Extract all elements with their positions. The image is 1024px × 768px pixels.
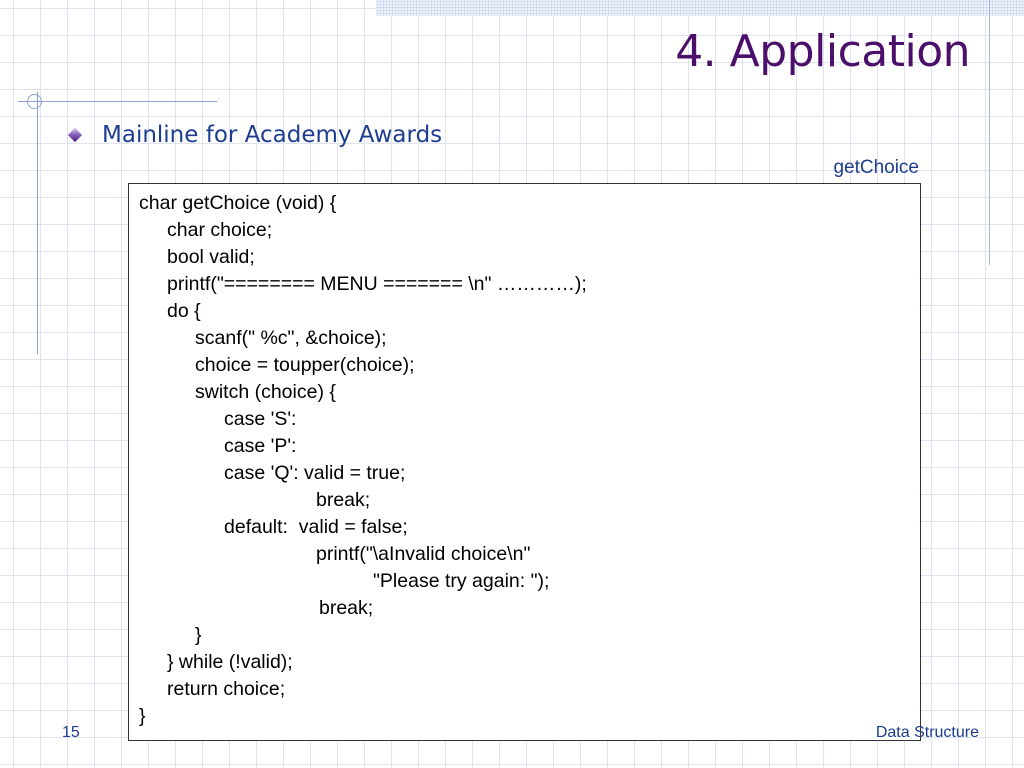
code-line: "Please try again: "); bbox=[373, 570, 550, 592]
code-line: case 'Q': valid = true; bbox=[224, 462, 406, 484]
code-line: return choice; bbox=[167, 678, 286, 700]
code-line: printf("\aInvalid choice\n" bbox=[316, 543, 531, 565]
code-line: } bbox=[195, 624, 202, 646]
code-line: case 'P': bbox=[224, 435, 297, 457]
crosshair-circle-decoration bbox=[27, 94, 42, 109]
horizontal-guide-line bbox=[18, 101, 217, 102]
code-line: printf("======== MENU ======= \n" …………); bbox=[167, 273, 587, 295]
code-line: char getChoice (void) { bbox=[139, 192, 337, 214]
slide-title: 4. Application bbox=[675, 26, 970, 77]
code-line: } while (!valid); bbox=[167, 651, 293, 673]
code-line: do { bbox=[167, 300, 201, 322]
code-line: break; bbox=[316, 489, 371, 511]
code-line: char choice; bbox=[167, 219, 273, 241]
vertical-guide-line bbox=[37, 92, 38, 354]
code-line: scanf(" %c", &choice); bbox=[195, 327, 387, 349]
code-line: choice = toupper(choice); bbox=[195, 354, 415, 376]
footer-text: Data Structure bbox=[875, 724, 979, 741]
code-caption: getChoice bbox=[833, 157, 919, 178]
slide-number: 15 bbox=[62, 724, 80, 741]
code-block: char getChoice (void) { char choice; boo… bbox=[128, 183, 921, 741]
diamond-bullet-icon bbox=[67, 127, 83, 143]
code-line: bool valid; bbox=[167, 246, 255, 268]
code-line: default: valid = false; bbox=[224, 516, 408, 538]
code-line: switch (choice) { bbox=[195, 381, 336, 403]
bullet-item: Mainline for Academy Awards bbox=[64, 120, 442, 150]
right-guide-line bbox=[989, 0, 990, 265]
code-line: case 'S': bbox=[224, 408, 297, 430]
code-line: break; bbox=[319, 597, 374, 619]
bullet-text: Mainline for Academy Awards bbox=[102, 122, 443, 148]
code-line: } bbox=[139, 705, 146, 727]
header-decoration-band bbox=[376, 0, 1024, 16]
